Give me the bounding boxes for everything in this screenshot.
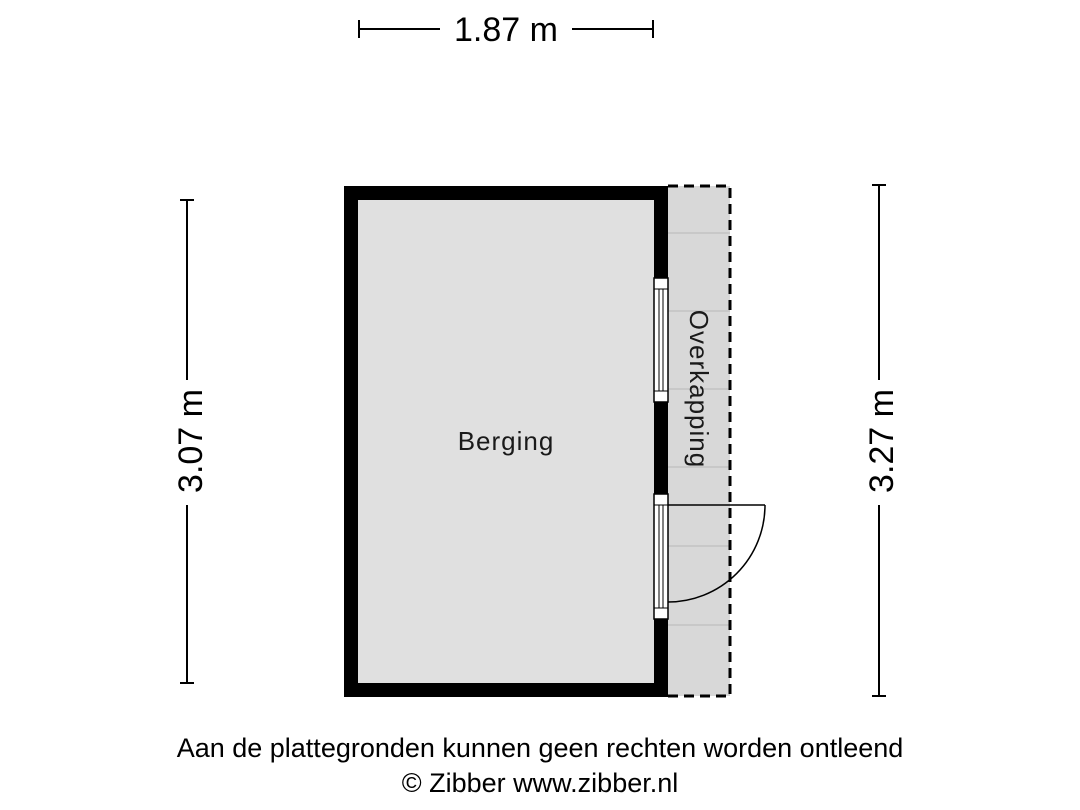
- window-lower: [653, 493, 669, 620]
- walls: [344, 186, 668, 697]
- footer-disclaimer: Aan de plattegronden kunnen geen rechten…: [176, 733, 904, 763]
- dimension-height-right-label: 3.27 m: [863, 389, 901, 493]
- window-upper: [653, 277, 669, 403]
- dimension-height-left: 3.07 m: [172, 199, 210, 684]
- room-label-overkapping: Overkapping: [684, 310, 714, 468]
- footer-copyright: © Zibber www.zibber.nl: [401, 768, 679, 798]
- dimension-width-label: 1.87 m: [454, 11, 558, 49]
- overhang-area: [668, 184, 732, 698]
- door-swing: [667, 504, 766, 603]
- dimension-height-right: 3.27 m: [863, 184, 901, 697]
- storage-room-floor: [358, 200, 654, 683]
- room-label-berging: Berging: [458, 426, 555, 456]
- dimension-width-top: 1.87 m: [358, 11, 654, 49]
- dimension-height-left-label: 3.07 m: [172, 389, 210, 493]
